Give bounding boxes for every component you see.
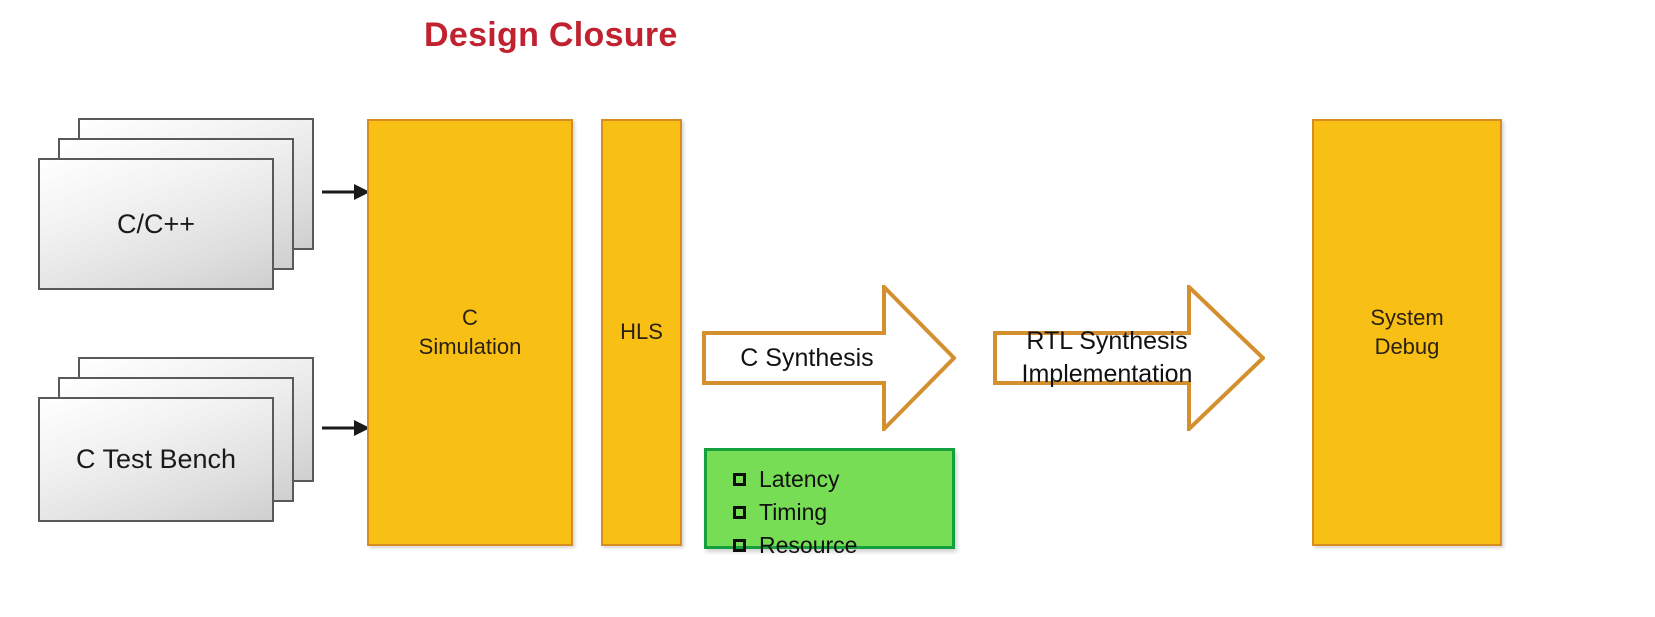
document-stack-label: C/C++ bbox=[116, 208, 196, 239]
process-box-label: System Debug bbox=[1370, 305, 1444, 359]
process-box-hls[interactable]: HLS bbox=[601, 119, 682, 546]
process-box-label: HLS bbox=[620, 319, 663, 345]
connector-arrow-c-test-bench-to-c-simulation bbox=[322, 416, 370, 440]
checklist-item-resource[interactable]: Resource bbox=[733, 531, 952, 559]
connector-arrow-c-cpp-to-c-simulation bbox=[322, 180, 370, 204]
checklist-item-latency[interactable]: Latency bbox=[733, 465, 952, 493]
process-box-label: C Simulation bbox=[418, 305, 522, 359]
checklist-item-label: Latency bbox=[759, 465, 840, 492]
checklist-item-label: Resource bbox=[759, 531, 858, 558]
checkbox-icon[interactable] bbox=[733, 505, 746, 519]
document-stack-c-cpp: C/C++ bbox=[38, 118, 314, 290]
checkbox-icon[interactable] bbox=[733, 538, 746, 552]
checklist-item-label: Timing bbox=[759, 498, 828, 525]
page-title: Design Closure bbox=[424, 16, 678, 54]
document-stack-c-test-bench: C Test Bench bbox=[38, 357, 314, 522]
flow-arrow-rtl-synthesis-implementation[interactable]: RTL Synthesis Implementation bbox=[993, 285, 1265, 431]
process-box-c-simulation[interactable]: C Simulation bbox=[367, 119, 573, 546]
flow-arrow-c-synthesis[interactable]: C Synthesis bbox=[702, 285, 956, 431]
document-sheet-front: C Test Bench bbox=[38, 397, 274, 522]
document-sheet-front: C/C++ bbox=[38, 158, 274, 290]
document-stack-label: C Test Bench bbox=[75, 444, 237, 474]
checkbox-icon[interactable] bbox=[733, 472, 746, 486]
checklist-panel[interactable]: Latency Timing Resource bbox=[704, 448, 955, 558]
process-box-system-debug[interactable]: System Debug bbox=[1312, 119, 1502, 546]
checklist-item-timing[interactable]: Timing bbox=[733, 498, 952, 526]
